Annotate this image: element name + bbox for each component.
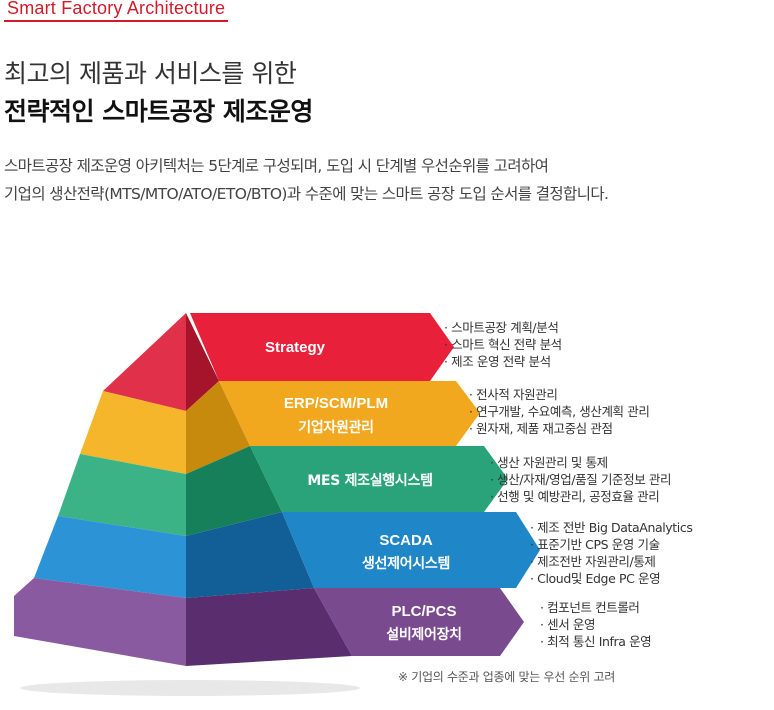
pyramid-shadow — [20, 680, 360, 696]
ribbon-mes — [250, 446, 508, 512]
description-line2: 기업의 생산전략(MTS/MTO/ATO/ETO/BTO)과 수준에 맞는 스마… — [4, 185, 609, 203]
page-title-line2: 전략적인 스마트공장 제조운영 — [4, 97, 313, 126]
bullet-scada-2: · 표준기반 CPS 운영 기술 — [530, 537, 660, 552]
description: 스마트공장 제조운영 아키텍처는 5단계로 구성되며, 도입 시 단계별 우선순… — [4, 152, 609, 208]
ribbon-plc — [314, 588, 524, 656]
bullet-erp-1: · 전사적 자원관리 — [469, 387, 557, 402]
ribbon-strategy — [190, 313, 454, 381]
pyramid-face-left-erp — [80, 391, 186, 474]
pyramid-face-right-scada — [186, 512, 314, 598]
bullet-strategy-2: · 스마트 혁신 전략 분석 — [444, 337, 562, 352]
bullet-scada-4: · Cloud및 Edge PC 운영 — [530, 571, 660, 586]
bullet-erp-3: · 원자재, 제품 재고중심 관점 — [469, 421, 613, 436]
label-erp-2: 기업자원관리 — [298, 419, 373, 436]
bullet-scada-1: · 제조 전반 Big DataAnalytics — [530, 520, 692, 535]
bullet-strategy-1: · 스마트공장 계획/분석 — [444, 320, 558, 335]
label-scada-1: SCADA — [379, 532, 433, 549]
bullet-plc-1: · 컴포넌트 컨트롤러 — [540, 600, 640, 615]
label-plc-1: PLC/PCS — [391, 603, 456, 620]
pyramid-face-left-scada — [34, 516, 186, 598]
level-mes: MES 제조실행시스템 · 생산 자원관리 및 통제 · 생산/자재/영업/품질… — [58, 446, 672, 536]
pyramid-face-left-strategy — [103, 313, 186, 411]
bullet-plc-3: · 최적 통신 Infra 운영 — [540, 634, 651, 649]
bullet-erp-2: · 연구개발, 수요예측, 생산계획 관리 — [469, 404, 649, 419]
bullet-mes-1: · 생산 자원관리 및 통제 — [490, 455, 608, 470]
pyramid-face-left-mes — [58, 454, 186, 536]
bullet-strategy-3: · 제조 운영 전략 분석 — [444, 354, 551, 369]
bullet-plc-2: · 센서 운영 — [540, 617, 595, 632]
pyramid-face-right-erp — [186, 381, 250, 474]
page-title-line1: 최고의 제품과 서비스를 위한 — [4, 59, 297, 88]
label-strategy: Strategy — [265, 339, 326, 356]
footnote: ※ 기업의 수준과 업종에 맞는 우선 순위 고려 — [398, 670, 615, 684]
section-tag: Smart Factory Architecture — [4, 0, 229, 22]
label-plc-2: 설비제어장치 — [386, 626, 461, 643]
level-plc: PLC/PCS 설비제어장치 · 컴포넌트 컨트롤러 · 센서 운영 · 최적 … — [14, 578, 652, 666]
level-scada: SCADA 생선제어시스템 · 제조 전반 Big DataAnalytics … — [34, 512, 693, 598]
level-erp: ERP/SCM/PLM 기업자원관리 · 전사적 자원관리 · 연구개발, 수요… — [80, 381, 650, 474]
label-erp-1: ERP/SCM/PLM — [284, 395, 388, 412]
bullet-mes-2: · 생산/자재/영업/품질 기준정보 관리 — [490, 472, 671, 487]
pyramid-face-left-plc — [14, 578, 186, 666]
label-mes: MES 제조실행시스템 — [307, 472, 432, 489]
level-strategy: Strategy · 스마트공장 계획/분석 · 스마트 혁신 전략 분석 · … — [103, 313, 562, 411]
bullet-mes-3: · 선행 및 예방관리, 공정효율 관리 — [490, 489, 659, 504]
bullet-scada-3: · 제조전반 자원관리/통제 — [530, 554, 656, 569]
ribbon-erp — [219, 381, 480, 446]
pyramid-face-right-strategy — [186, 313, 219, 411]
pyramid-diagram: Strategy · 스마트공장 계획/분석 · 스마트 혁신 전략 분석 · … — [14, 313, 693, 696]
ribbon-scada — [282, 512, 540, 588]
pyramid-face-right-plc — [186, 588, 352, 666]
pyramid-face-right-mes — [186, 446, 282, 536]
label-scada-2: 생선제어시스템 — [362, 555, 450, 572]
description-line1: 스마트공장 제조운영 아키텍처는 5단계로 구성되며, 도입 시 단계별 우선순… — [4, 157, 549, 175]
